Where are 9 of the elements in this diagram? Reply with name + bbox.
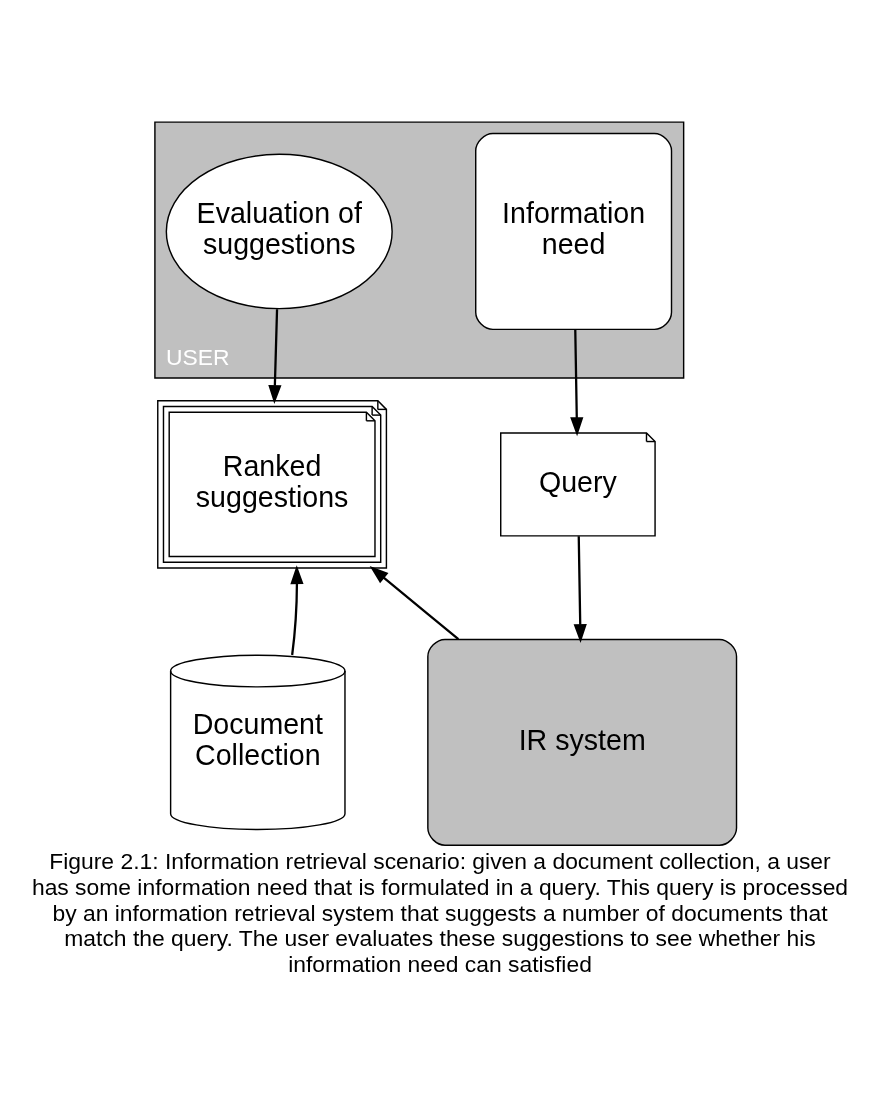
arrow <box>573 535 587 643</box>
node-box: IR system <box>427 638 738 846</box>
node-box: Information need <box>475 132 673 330</box>
arrow <box>268 308 282 404</box>
arrow <box>369 565 460 640</box>
arrow <box>570 329 584 436</box>
node-ellipse: Evaluation of suggestions <box>165 153 393 309</box>
caption: Figure 2.1: Information retrieval scenario: given a document collection, a user has some information need that is formulated in a query. This query is processed by an information retrieval system that suggests a number of documents that match the query. The user evaluates these suggestions to see whether his information need can satisfied <box>31 847 849 977</box>
arrow <box>290 564 304 655</box>
